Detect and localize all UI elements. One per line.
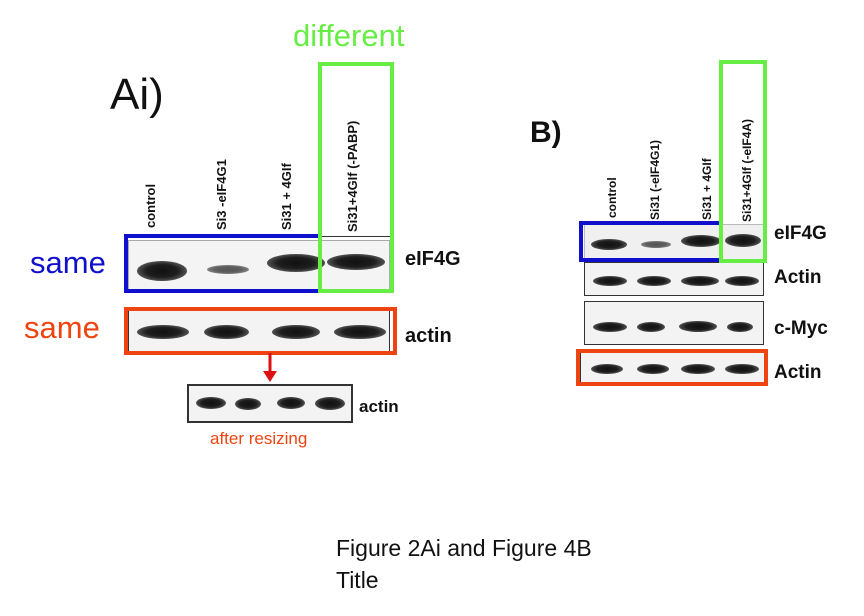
panel-b-row-label-eif4g: eIF4G [774,223,827,244]
band [725,364,759,374]
caption-line-2: Title [336,567,379,593]
panel-a-different-green-box [318,62,394,293]
band [204,325,249,339]
caption-line-1: Figure 2Ai and Figure 4B [336,535,592,561]
band [327,254,385,270]
panel-b-lane-label: control [605,177,619,218]
band [267,254,325,272]
band [137,325,189,339]
panel-b-lane-label: Si31 + 4GIf [700,158,714,220]
band [591,239,627,250]
band [727,322,753,332]
panel-b-same-blue-box [579,221,723,262]
same-label-blue: same [30,245,106,280]
panel-a-lane-label: control [143,183,158,228]
after-resizing-label: after resizing [210,429,308,448]
panel-a-row-label-actin: actin [405,325,452,347]
band [681,235,721,247]
band [725,234,761,247]
panel-b-row-label-cmyc: c-Myc [774,318,828,339]
band [334,325,386,339]
band [593,276,627,286]
band [681,276,719,286]
band [315,397,345,410]
band [641,241,671,248]
panel-b-title: B) [530,116,562,149]
band [196,397,226,409]
band [725,276,759,286]
band [591,364,623,374]
panel-b-row-label-actin-1: Actin [774,267,822,288]
panel-b-same-red-box [576,349,768,386]
panel-a-title: Ai) [110,70,164,119]
band [637,364,669,374]
band [235,398,261,410]
resized-actin-label: actin [359,397,399,416]
panel-b-different-green-box [719,60,767,263]
different-label: different [293,18,405,53]
band [637,276,671,286]
panel-b-row-label-actin-2: Actin [774,362,822,383]
panel-a-row-label-eif4g: eIF4G [405,248,461,270]
band [637,322,665,332]
band [207,265,249,274]
band [593,322,627,332]
panel-a-lane-label: Si31 + 4GIf [279,163,294,230]
panel-a-same-red-box [124,307,397,355]
panel-a-same-blue-box [124,234,322,293]
panel-b-actin-blot-1 [584,262,764,296]
band [679,321,717,332]
same-label-red: same [24,310,100,345]
band [272,325,320,339]
resize-arrow [263,353,277,382]
panel-b-lane-label: Si31 (-eIF4G1) [648,139,662,220]
panel-a-lane-label: Si3 -eIF4G1 [214,159,229,230]
panel-a-eif4g-blot [128,240,390,290]
band [681,364,715,374]
panel-b-cmyc-blot [584,301,764,345]
band [277,397,305,409]
band [137,261,187,281]
panel-b-eif4g-blot [584,224,764,260]
resized-actin-blot [187,384,353,423]
